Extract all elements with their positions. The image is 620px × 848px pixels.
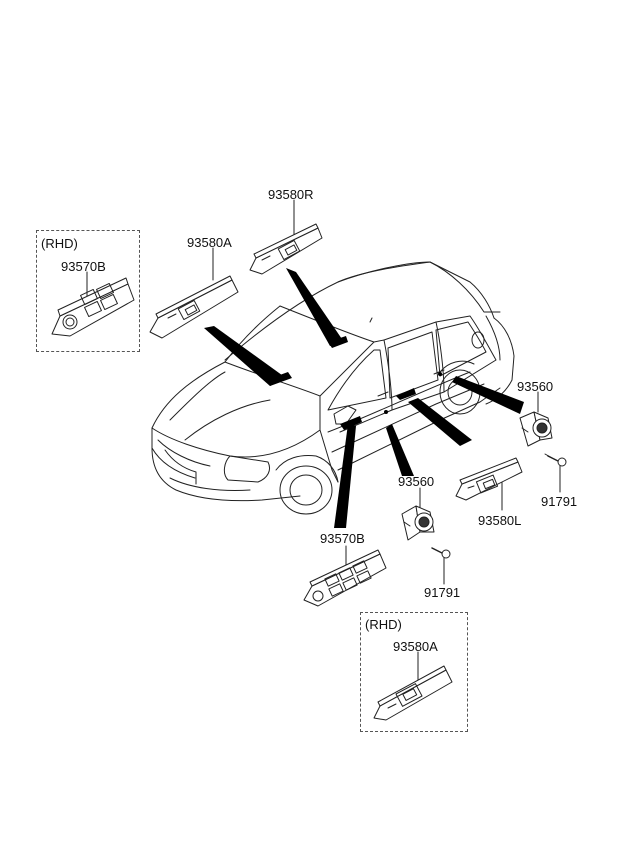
label-93580l: 93580L <box>478 513 522 528</box>
label-93560-right: 93560 <box>517 379 554 394</box>
car-illustration <box>151 261 515 515</box>
part-93570b <box>303 549 387 607</box>
part-93560-center <box>401 505 435 541</box>
part-93580a-top <box>149 275 239 339</box>
label-93570b-rhd: 93570B <box>61 259 106 274</box>
pointer-arrows <box>204 268 524 528</box>
part-93580l <box>455 457 523 501</box>
rhd-label-bottom: (RHD) <box>365 617 402 632</box>
label-93580a-top: 93580A <box>187 235 232 250</box>
part-91791-right <box>544 453 567 467</box>
label-91791-center: 91791 <box>424 585 461 600</box>
part-91791-center <box>431 547 451 559</box>
part-93570b-rhd <box>51 277 135 337</box>
label-93580a-rhd: 93580A <box>393 639 438 654</box>
part-93580a-rhd <box>373 665 453 721</box>
rhd-box-bottom <box>360 612 468 732</box>
label-93580r: 93580R <box>268 187 314 202</box>
label-93560-center: 93560 <box>398 474 435 489</box>
label-91791-right: 91791 <box>541 494 578 509</box>
part-93580r <box>249 223 323 275</box>
rhd-box-top-left <box>36 230 140 352</box>
part-93560-right <box>519 411 553 447</box>
rhd-label-top: (RHD) <box>41 236 78 251</box>
label-93570b: 93570B <box>320 531 365 546</box>
